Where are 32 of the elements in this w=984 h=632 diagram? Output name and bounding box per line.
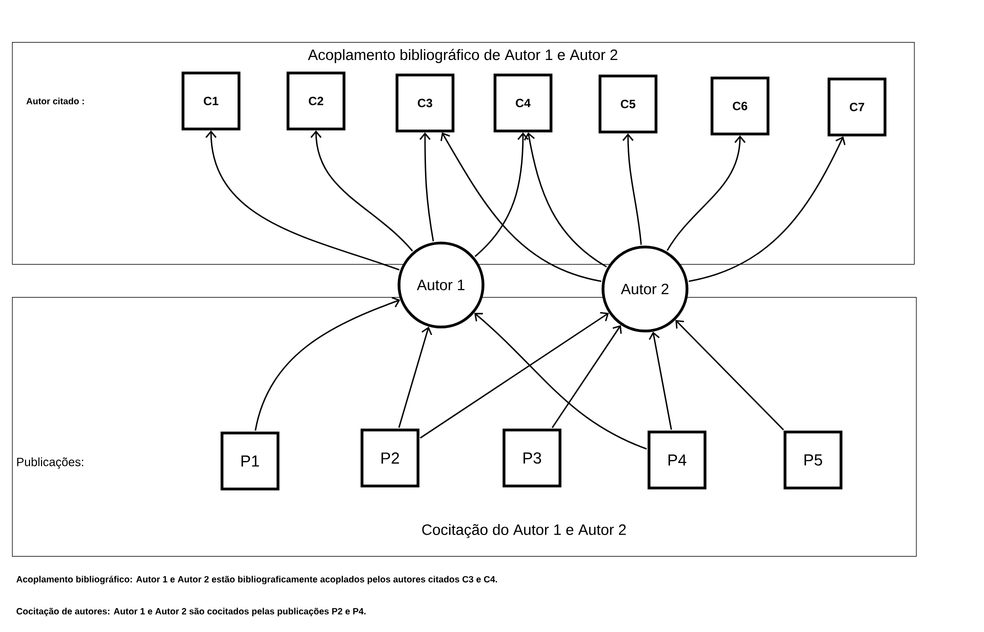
- arrow: [474, 132, 529, 257]
- arrow: [648, 332, 672, 430]
- arrow: [310, 130, 413, 252]
- square-box: C5: [598, 74, 658, 134]
- arrow: [675, 320, 784, 430]
- arrow: [205, 130, 400, 270]
- arrow: [474, 312, 647, 450]
- arrow: [666, 135, 746, 251]
- square-box: C3: [396, 74, 454, 132]
- arrow: [622, 133, 642, 245]
- square-box: P4: [648, 430, 706, 490]
- note-text: Acoplamento bibliográfico: Autor 1 e Autor 2 estão bibliograficamente acoplados pelos autores citados C3 e C4.: [16, 576, 497, 584]
- square-box: C1: [182, 72, 240, 130]
- arrow: [398, 326, 432, 428]
- arrow: [254, 296, 400, 431]
- square-box: C4: [494, 74, 552, 132]
- square-box: P1: [220, 432, 280, 490]
- note-text: Publicações:: [17, 457, 84, 469]
- arrow: [552, 325, 622, 428]
- arrow: [688, 136, 846, 282]
- arrow: [419, 132, 434, 242]
- square-box: P5: [784, 430, 842, 490]
- note-text: Autor citado :: [26, 98, 84, 104]
- square-box: C2: [286, 72, 346, 130]
- square-box: P3: [502, 428, 562, 488]
- square-box: C7: [828, 78, 886, 136]
- arrow: [420, 312, 609, 439]
- square-box: P2: [360, 428, 420, 488]
- square-box: C6: [710, 76, 770, 136]
- note-text: Cocitação de autores: Autor 1 e Autor 2 são cocitados pelas publicações P2 e P4.: [16, 608, 366, 616]
- arrow: [440, 132, 602, 282]
- arrow: [524, 132, 607, 268]
